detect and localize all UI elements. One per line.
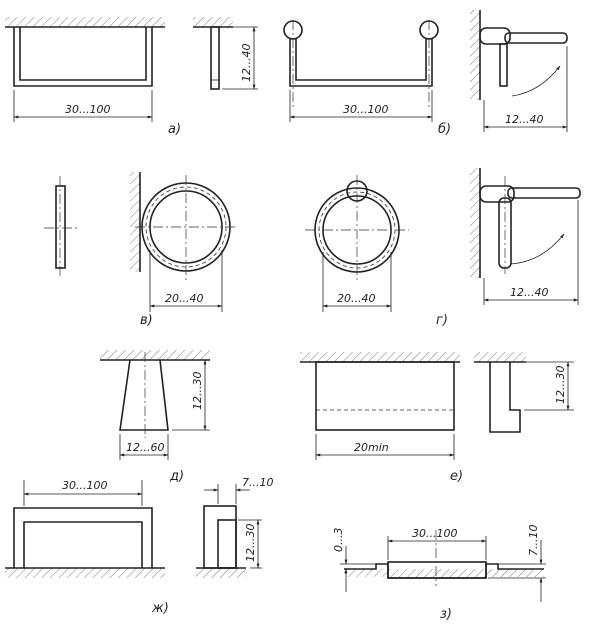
handle-loop: [13, 27, 153, 87]
dim-length: 12...40: [505, 113, 543, 126]
figure-g: 20...40 12...40 г): [305, 168, 581, 328]
grip-recess: [387, 561, 487, 579]
pivot-block: [479, 27, 511, 45]
figure-label: а): [168, 122, 181, 137]
pivot-block: [479, 185, 515, 203]
dim-diameter: 20...40: [337, 292, 375, 305]
wall-hatch: [130, 172, 140, 272]
recess-handle: [315, 361, 455, 431]
floor-hatch: [196, 568, 246, 578]
tapered-handle: [119, 359, 169, 431]
dim-width: 20min: [354, 441, 389, 454]
ceiling-hatch: [474, 352, 526, 362]
figure-z: 30...100 0...3 7...10 з): [332, 525, 546, 622]
floor-hatch: [5, 568, 165, 578]
ring-side: [55, 185, 66, 269]
handle-gap: [217, 519, 237, 569]
figure-d: 12...30 12...60 д): [100, 350, 210, 484]
dim-height: 12...40: [240, 44, 253, 82]
dim-height: 12...30: [191, 372, 204, 410]
ceiling-hatch: [5, 17, 165, 27]
figure-e: 20min 12...30 е): [300, 352, 574, 484]
ceiling-hatch: [300, 352, 460, 362]
figure-label: д): [169, 469, 184, 484]
handle-section: [203, 505, 237, 569]
section-hatch: [210, 79, 220, 90]
figure-label: е): [450, 469, 463, 484]
dim-width: 30...100: [65, 103, 110, 116]
dim-width: 30...100: [62, 479, 107, 492]
floor-handle: [13, 507, 153, 568]
dim-height: 12...30: [554, 366, 567, 404]
swing-arrow: [509, 233, 565, 265]
figure-label: б): [438, 122, 451, 137]
figure-label: г): [436, 313, 448, 328]
wall-hatch: [470, 10, 480, 100]
ceiling-hatch: [193, 17, 233, 27]
swing-arrow: [511, 65, 561, 97]
figure-b: 30...100 12...40 б): [283, 10, 568, 137]
wall-hatch: [470, 168, 480, 278]
handle-up: [504, 32, 568, 44]
figure-zh: 30...100 7...10 12...30 ж): [5, 476, 274, 616]
figure-label: з): [440, 607, 452, 622]
figure-v: 20...40 в): [44, 172, 238, 328]
dim-depth: 7...10: [527, 525, 540, 557]
dim-height: 12...30: [244, 524, 257, 562]
dim-width: 30...100: [343, 103, 388, 116]
recess-section: [489, 362, 521, 433]
handle-up: [507, 187, 581, 199]
handle-loop: [289, 38, 433, 87]
dim-width: 30...100: [412, 527, 457, 540]
dim-length: 12...40: [510, 286, 548, 299]
dim-width: 12...60: [126, 441, 164, 454]
handle-down: [499, 43, 508, 87]
figure-a: 30...100 12...40 а): [5, 17, 258, 137]
ceiling-hatch: [100, 350, 210, 360]
floor-hatch: [344, 569, 544, 577]
figure-label: ж): [151, 601, 169, 616]
dim-offset: 0...3: [332, 528, 345, 553]
figure-label: в): [140, 313, 153, 328]
dim-diameter: 20...40: [165, 292, 203, 305]
dim-thickness: 7...10: [242, 476, 274, 489]
